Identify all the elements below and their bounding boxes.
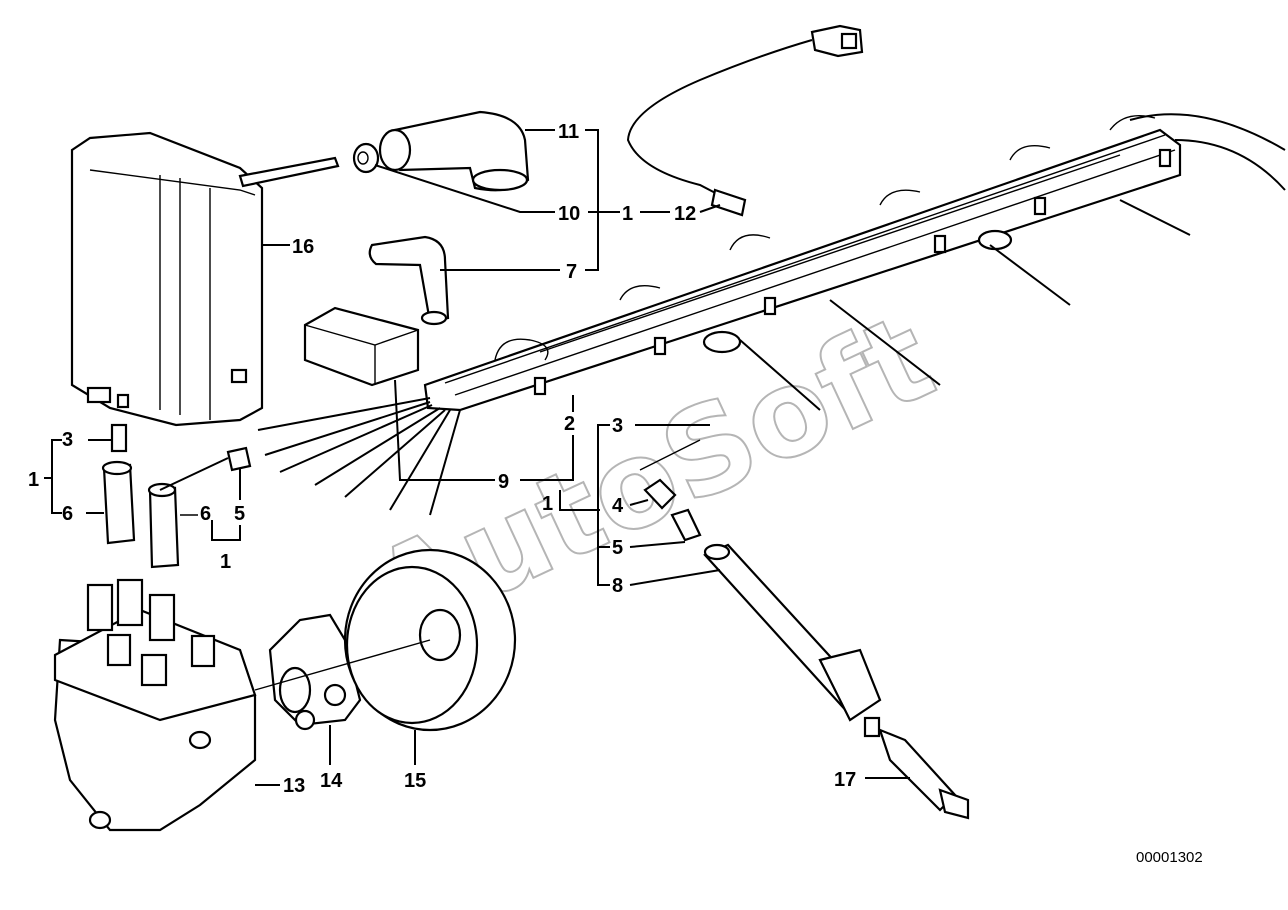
label-6-left: 6: [62, 503, 73, 525]
part-11-elbow-connector: [378, 110, 530, 192]
label-10: 10: [558, 203, 580, 225]
part-2-cable-harness: [257, 113, 1286, 516]
part-13-distributor-cap: [53, 578, 257, 832]
leader-lines: [44, 129, 910, 786]
part-14-rotor: [268, 613, 362, 731]
label-11: 11: [558, 121, 579, 143]
label-1-left: 1: [28, 469, 39, 491]
part-12-sensor-cable: [626, 24, 864, 217]
label-6-mid: 6: [200, 503, 211, 525]
left-small-parts: [101, 423, 252, 569]
part-16-cover: [70, 131, 264, 427]
label-14: 14: [320, 770, 343, 792]
label-15: 15: [404, 770, 426, 792]
label-8: 8: [612, 575, 623, 597]
callout-labels: 1 3 6 6 5 1 16 11 10 1 12 7 2 9 1 3 4 5 …: [28, 121, 1203, 866]
label-1-right: 1: [542, 493, 553, 515]
label-12: 12: [674, 203, 696, 225]
label-16: 16: [292, 236, 314, 258]
label-1-top: 1: [622, 203, 633, 225]
harness-box: [303, 306, 420, 387]
reference-number: 00001302: [1136, 849, 1203, 866]
label-1-mid: 1: [220, 551, 231, 573]
label-4-right: 4: [612, 495, 624, 517]
part-7-angle-connector: [368, 235, 450, 326]
label-5-right: 5: [612, 537, 623, 559]
label-3-left: 3: [62, 429, 73, 451]
label-5-mid: 5: [234, 503, 245, 525]
label-9: 9: [498, 471, 509, 493]
part-17-spark-plug: [863, 716, 970, 820]
label-7: 7: [566, 261, 577, 283]
ignition-lead-rod: [238, 156, 340, 188]
label-2: 2: [564, 413, 575, 435]
label-13: 13: [283, 775, 305, 797]
label-17: 17: [834, 769, 856, 791]
part-10-grommet: [352, 142, 380, 174]
label-3-right: 3: [612, 415, 623, 437]
spark-plug-lead: [643, 478, 882, 722]
